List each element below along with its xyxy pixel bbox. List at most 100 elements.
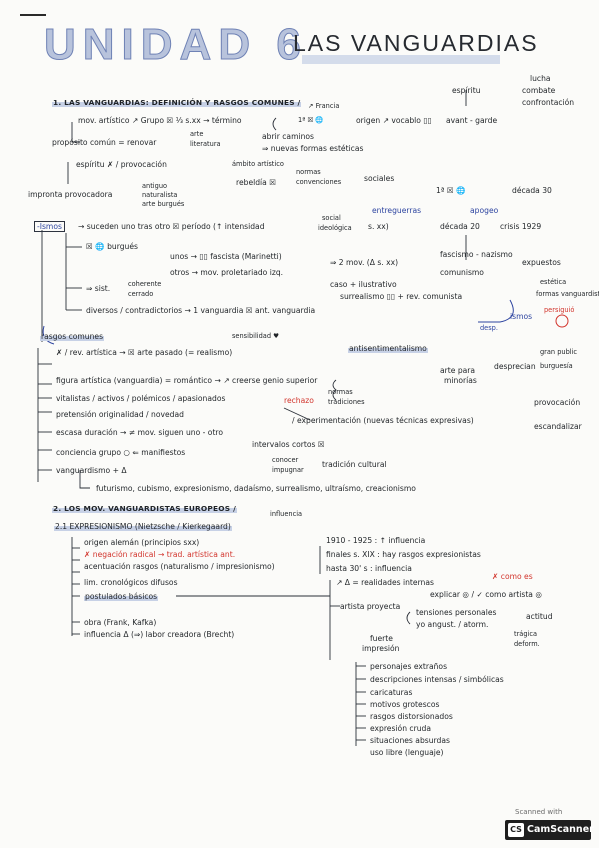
abrir-caminos-text: abrir caminos (262, 132, 314, 141)
camscanner-watermark: Scanned with CS CamScanner (505, 808, 594, 842)
rebeldia-text: rebeldía ☒ (236, 178, 277, 187)
vitalistas-text: vitalistas / activos / polémicos / apasi… (56, 394, 226, 403)
combate-text: combate (522, 86, 556, 95)
normas-text: normas (296, 168, 321, 176)
social-text: social (322, 214, 341, 222)
camscanner-logo: CS CamScanner (505, 820, 594, 840)
ambito-text: ámbito artístico (232, 160, 284, 168)
naturalista-text: naturalista (142, 191, 178, 199)
impugnar-text: impugnar (272, 466, 304, 474)
tradiciones-text: tradiciones (328, 398, 365, 406)
proposito-text: propósito común = renovar (52, 138, 157, 147)
scanned-with-text: Scanned with (515, 808, 563, 816)
conciencia-text: conciencia grupo ○ ⇐ manifiestos (56, 448, 186, 457)
crisis-text: crisis 1929 (500, 222, 542, 231)
gran-public-text: gran public (540, 348, 578, 356)
persiguio-text: persiguió (544, 306, 575, 314)
artista-proyecta-text: artista proyecta (340, 602, 401, 611)
decada30-text: década 30 (512, 186, 552, 195)
coherente-text: coherente (128, 280, 162, 288)
tragica-text: trágica (514, 630, 538, 638)
rasgos-comunes-text: rasgos comunes (40, 332, 105, 341)
espiritu-text: espíritu (452, 86, 481, 95)
normas2-text: normas (328, 388, 353, 396)
mov-artistico-line: mov. artístico ↗ Grupo ☒ ⅓ s.xx → términ… (78, 116, 242, 125)
literatura-text: literatura (190, 140, 221, 148)
entreguerras-text: entreguerras (372, 206, 422, 215)
tradicion-text: tradición cultural (322, 460, 387, 469)
page-title: LAS VANGUARDIAS (293, 30, 539, 56)
war-mark-text: 1ª ☒ 🌐 (436, 186, 466, 195)
nuevas-formas-text: ⇒ nuevas formas estéticas (262, 144, 364, 153)
cerrado-text: cerrado (128, 290, 154, 298)
dos-mov-text: ⇒ 2 mov. (Δ s. xx) (330, 258, 399, 267)
sensibilidad-text: sensibilidad ♥ (232, 332, 280, 340)
motivos-text: motivos grotescos (370, 700, 440, 709)
descripciones-text: descripciones intensas / simbólicas (370, 675, 504, 684)
lim-cronologicos-text: lim. cronológicos difusos (84, 578, 178, 587)
sxx-text: s. xx) (368, 222, 389, 231)
caricaturas-text: caricaturas (370, 688, 413, 697)
vanguardismo-text: vanguardismo + Δ (56, 466, 127, 475)
postulados-text: postulados básicos (84, 592, 159, 601)
burguesia-text: burguesía (540, 362, 573, 370)
impresion-text: impresión (362, 644, 400, 653)
arte-para-text: arte para (440, 366, 476, 375)
antisentimentalismo-text: antisentimentalismo (348, 344, 428, 353)
title-highlight (302, 55, 500, 64)
hasta-text: hasta 30' s : influencia (326, 564, 412, 573)
burgues-text: arte burgués (142, 200, 185, 208)
francia-text: ↗ Francia (308, 102, 340, 110)
origen-text: origen ↗ vocablo ▯▯ (356, 116, 432, 125)
rechazo-text: rechazo (284, 396, 314, 405)
espiritu-provocacion: espíritu ✗ / provocación (76, 160, 167, 169)
expresionismo-heading: 2.1 EXPRESIONISMO (Nietzsche / Kierkegaa… (54, 522, 232, 531)
acentuacion-text: acentuación rasgos (naturalismo / impres… (84, 562, 275, 571)
section-1-heading: 1. LAS VANGUARDIAS: DEFINICIÓN Y RASGOS … (52, 98, 302, 107)
ismos-line: → suceden uno tras otro ☒ período (↑ int… (78, 222, 265, 231)
fascismo-text: fascismo - nazismo (440, 250, 513, 259)
section-2-heading: 2. LOS MOV. VANGUARDISTAS EUROPEOS / (52, 504, 237, 513)
rasgos-distorsionados-text: rasgos distorsionados (370, 712, 453, 721)
personajes-text: personajes extraños (370, 662, 448, 671)
pretension-text: pretensión originalidad / novedad (56, 410, 184, 419)
conocer-text: conocer (272, 456, 299, 464)
desp-text: desp. (480, 324, 498, 332)
escasa-text: escasa duración → ≠ mov. siguen uno - ot… (56, 428, 224, 437)
sist-text: ⇒ sist. (86, 284, 111, 293)
pen-mark (20, 14, 46, 16)
experimentacion-text: / experimentación (nuevas técnicas expre… (292, 416, 474, 425)
camscanner-brand: CamScanner (527, 824, 594, 835)
situaciones-text: situaciones absurdas (370, 736, 450, 745)
formas-vanguardista-text: formas vanguardista (536, 290, 599, 298)
estetica-text: estética (540, 278, 567, 286)
escandalizar-text: escandalizar (534, 422, 582, 431)
comunismo-text: comunismo (440, 268, 484, 277)
decada20-text: década 20 (440, 222, 480, 231)
cs-icon: CS (508, 823, 524, 837)
convenciones-text: convenciones (296, 178, 342, 186)
futurismo-list: futurismo, cubismo, expresionismo, dadaí… (96, 484, 416, 493)
provocacion-text: provocación (534, 398, 581, 407)
arte-text: arte (190, 130, 204, 138)
unos-text: unos → ▯▯ fascista (Marinetti) (170, 252, 282, 261)
antiguo-text: antiguo (142, 182, 168, 190)
minorias-text: minorías (444, 376, 477, 385)
surrealismo-text: surrealismo ▯▯ + rev. comunista (340, 292, 463, 301)
fuerte-text: fuerte (370, 634, 393, 643)
intervalos-text: intervalos cortos ☒ (252, 440, 325, 449)
unit-title: UNIDAD 6 (44, 20, 308, 70)
expuestos-text: expuestos (522, 258, 561, 267)
apogeo-text: apogeo (470, 206, 499, 215)
ismos2-text: ismos (510, 312, 533, 321)
confrontacion-text: confrontación (522, 98, 575, 107)
actitud-text: actitud (526, 612, 553, 621)
tensiones-text: tensiones personales (416, 608, 497, 617)
burgues-line: ☒ 🌐 burgués (86, 242, 138, 251)
lucha-text: lucha (530, 74, 551, 83)
avant-garde-text: avant - garde (446, 116, 498, 125)
desprecian-text: desprecian (494, 362, 536, 371)
angust-text: yo angust. / atorm. (416, 620, 489, 629)
d1910-text: 1910 - 1925 : ↑ influencia (326, 536, 426, 545)
